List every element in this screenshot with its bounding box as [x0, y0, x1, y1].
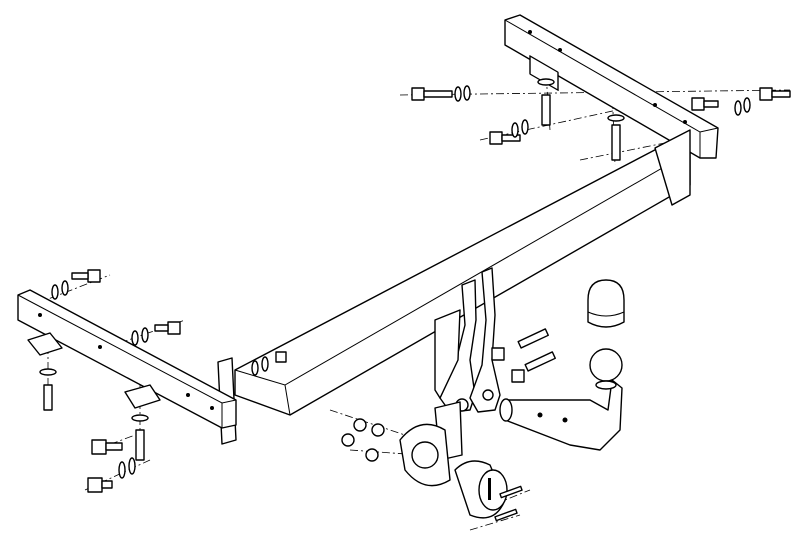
- bolt: [87, 477, 113, 493]
- bolt: [759, 87, 791, 101]
- tow-ball-cap: [587, 279, 625, 328]
- bolt: [489, 131, 521, 145]
- left-mounting-bracket: [17, 289, 237, 429]
- nut: [341, 418, 385, 462]
- tow-ball-neck: [499, 348, 623, 451]
- bolt: [71, 269, 101, 283]
- tow-hitch-drop-brackets: [434, 267, 501, 413]
- washer: [51, 280, 69, 300]
- bolt: [131, 414, 149, 461]
- tow-ball: [589, 348, 623, 382]
- bolt: [39, 368, 57, 411]
- bolt: [154, 321, 181, 335]
- washer: [454, 85, 471, 102]
- washer: [511, 119, 529, 138]
- bolt: [537, 78, 555, 126]
- bolt: [411, 87, 453, 101]
- electrical-socket-assembly: [399, 401, 508, 519]
- bolt: [91, 439, 123, 455]
- main-cross-beam: [234, 129, 691, 416]
- washer: [131, 327, 149, 346]
- fasteners: [39, 78, 791, 522]
- bolt: [511, 351, 556, 383]
- screw: [494, 485, 523, 522]
- washer: [251, 351, 287, 376]
- bolt: [691, 97, 719, 111]
- washer: [734, 97, 751, 116]
- bolt: [491, 328, 549, 361]
- right-mounting-bracket: [504, 14, 719, 159]
- bolt: [607, 114, 625, 161]
- washer: [118, 457, 136, 479]
